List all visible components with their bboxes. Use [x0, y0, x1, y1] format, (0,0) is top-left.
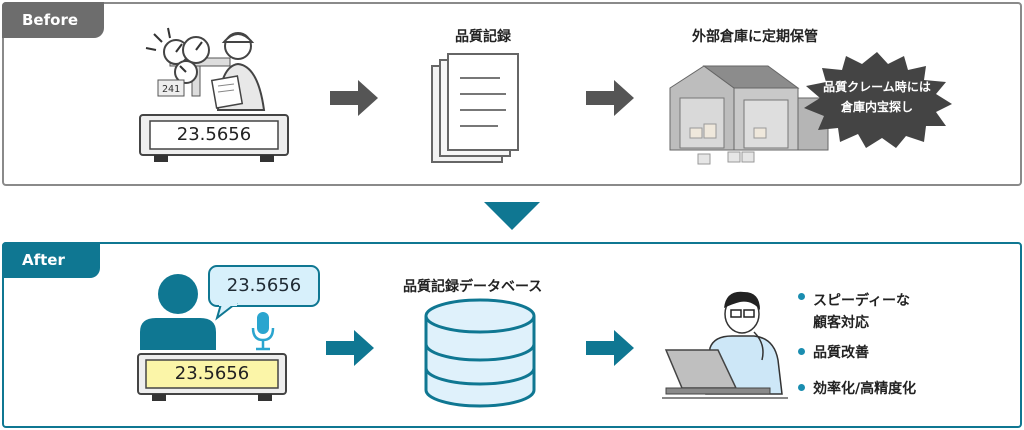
bullet-dot-icon — [798, 383, 805, 391]
benefit-line: スピーディーな — [813, 293, 911, 309]
benefit-line: 品質改善 — [813, 345, 869, 361]
benefit-line: 顧客対応 — [813, 315, 869, 331]
documents-stack-icon — [431, 53, 519, 163]
after-panel: After — [2, 242, 1022, 428]
scale-before-reading: 23.5656 — [176, 124, 252, 145]
alert-burst-text: 品質クレーム時には 倉庫内宝探し — [818, 77, 936, 117]
alert-burst-line2: 倉庫内宝探し — [840, 100, 913, 114]
db-label: 品質記録データベース — [403, 279, 543, 295]
warehouse-icon — [669, 65, 829, 165]
spark-lines-icon — [145, 27, 171, 51]
benefit-item: 効率化/高精度化 — [798, 378, 916, 400]
scale-before — [139, 114, 289, 162]
speech-bubble-content: 23.5656 — [209, 266, 319, 306]
person-laptop-illustration — [662, 291, 788, 399]
gauge-display-text: 241 — [162, 84, 180, 95]
speech-reading: 23.5656 — [226, 275, 302, 296]
database-icon — [424, 298, 536, 408]
arrow-right-icon — [326, 330, 374, 366]
person-icon — [140, 274, 216, 350]
alert-burst-line1: 品質クレーム時には — [823, 80, 931, 94]
speech-bubble — [208, 265, 320, 321]
arrow-right-icon — [330, 80, 378, 116]
down-arrow-icon — [484, 202, 540, 230]
warehouse-label: 外部倉庫に定期保管 — [692, 29, 818, 45]
bullet-dot-icon — [798, 347, 805, 355]
benefit-item: スピーディーな 顧客対応 — [798, 290, 910, 334]
scale-after — [137, 353, 287, 401]
scale-after-reading: 23.5656 — [174, 363, 250, 384]
benefit-item: 品質改善 — [798, 342, 869, 364]
benefit-line: 効率化/高精度化 — [813, 381, 917, 397]
worker-gauges-illustration: 241 — [145, 27, 266, 111]
before-tag: Before — [2, 2, 104, 38]
docs-label: 品質記録 — [455, 29, 511, 45]
arrow-right-icon — [586, 80, 634, 116]
alert-burst-shape — [804, 52, 952, 148]
after-tag: After — [2, 242, 100, 278]
bullet-dot-icon — [798, 292, 805, 300]
microphone-icon — [251, 312, 275, 351]
arrow-right-icon — [586, 330, 634, 366]
before-panel: Before — [2, 2, 1022, 186]
